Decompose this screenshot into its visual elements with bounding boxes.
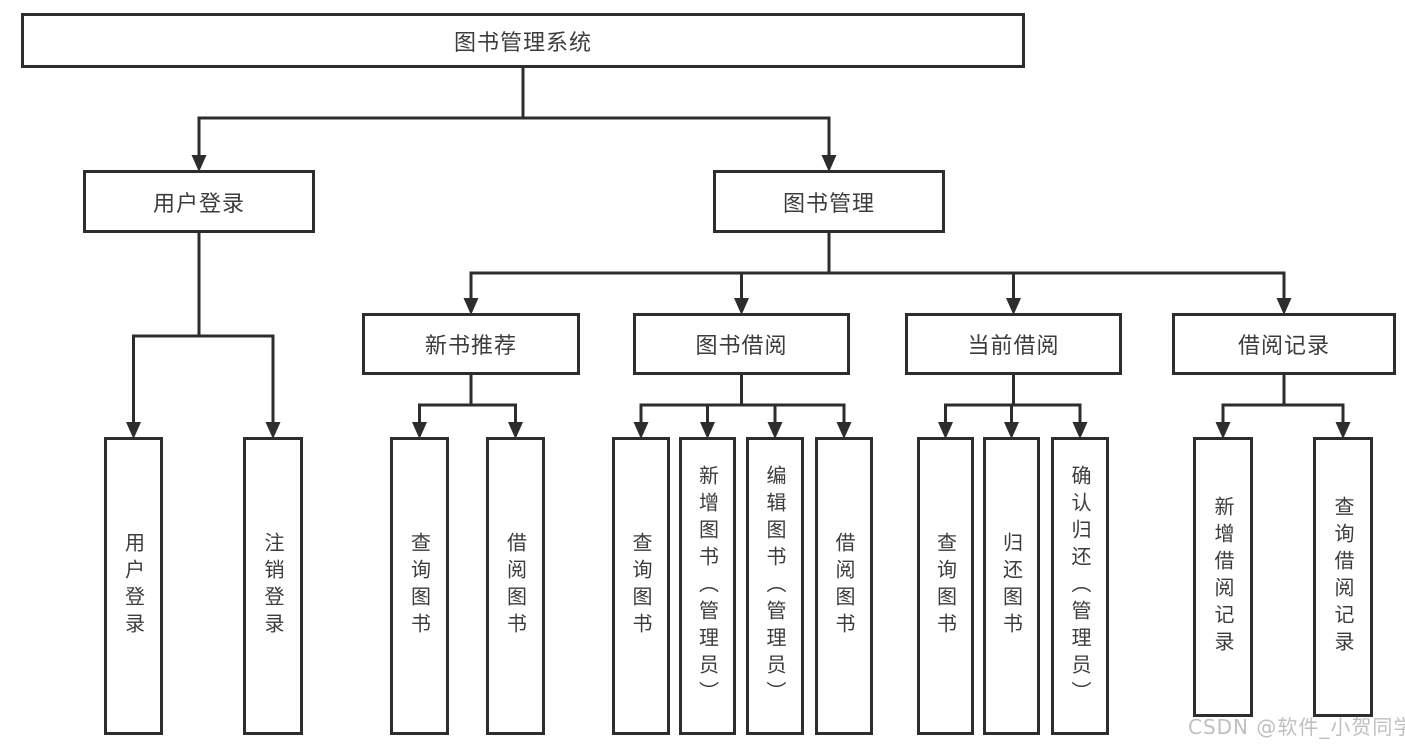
node-label-user-login: 用户登录 <box>152 191 245 217</box>
node-nb-query: 查询图书 <box>390 437 449 735</box>
node-bb-edit: 编辑图书（管理员） <box>746 437 804 735</box>
node-cb-query: 查询图书 <box>917 437 974 735</box>
node-label-v-user-login: 用户登录 <box>121 532 146 640</box>
node-bb-borrow: 借阅图书 <box>815 437 873 735</box>
node-current-borrow: 当前借阅 <box>905 313 1122 375</box>
watermark: CSDN @软件_小贺同学 <box>1188 715 1405 739</box>
node-bb-add: 新增图书（管理员） <box>679 437 736 735</box>
node-label-nb-borrow: 借阅图书 <box>503 532 528 640</box>
node-book-mgmt: 图书管理 <box>713 170 945 233</box>
node-label-v-logout: 注销登录 <box>261 532 285 640</box>
node-br-add: 新增借阅记录 <box>1193 437 1253 717</box>
node-label-bb-edit: 编辑图书（管理员） <box>763 464 787 708</box>
node-cb-confirm: 确认归还（管理员） <box>1051 437 1109 735</box>
node-cb-return: 归还图书 <box>983 437 1040 735</box>
node-label-new-book-rec: 新书推荐 <box>424 334 517 359</box>
node-label-book-borrow: 图书借阅 <box>695 334 788 359</box>
node-label-bb-query: 查询图书 <box>629 532 653 640</box>
node-v-logout: 注销登录 <box>243 437 303 735</box>
node-bb-query: 查询图书 <box>612 437 670 735</box>
node-label-bb-add: 新增图书（管理员） <box>695 464 720 708</box>
node-label-bb-borrow: 借阅图书 <box>832 532 856 640</box>
node-label-cb-confirm: 确认归还（管理员） <box>1068 464 1092 708</box>
node-nb-borrow: 借阅图书 <box>486 437 545 735</box>
node-label-cb-return: 归还图书 <box>999 532 1024 640</box>
node-label-br-query: 查询借阅记录 <box>1331 496 1355 658</box>
node-br-query: 查询借阅记录 <box>1313 437 1373 717</box>
node-label-book-mgmt: 图书管理 <box>782 191 875 217</box>
node-root: 图书管理系统 <box>21 13 1025 68</box>
node-label-current-borrow: 当前借阅 <box>967 334 1060 359</box>
node-label-root: 图书管理系统 <box>453 30 592 56</box>
node-v-user-login: 用户登录 <box>104 437 163 735</box>
node-new-book-rec: 新书推荐 <box>362 313 580 375</box>
node-label-br-add: 新增借阅记录 <box>1211 496 1235 658</box>
node-user-login: 用户登录 <box>83 170 315 233</box>
node-label-cb-query: 查询图书 <box>933 532 958 640</box>
node-label-borrow-records: 借阅记录 <box>1237 334 1330 359</box>
node-label-nb-query: 查询图书 <box>407 532 432 640</box>
node-book-borrow: 图书借阅 <box>633 313 850 375</box>
node-borrow-records: 借阅记录 <box>1172 313 1396 375</box>
